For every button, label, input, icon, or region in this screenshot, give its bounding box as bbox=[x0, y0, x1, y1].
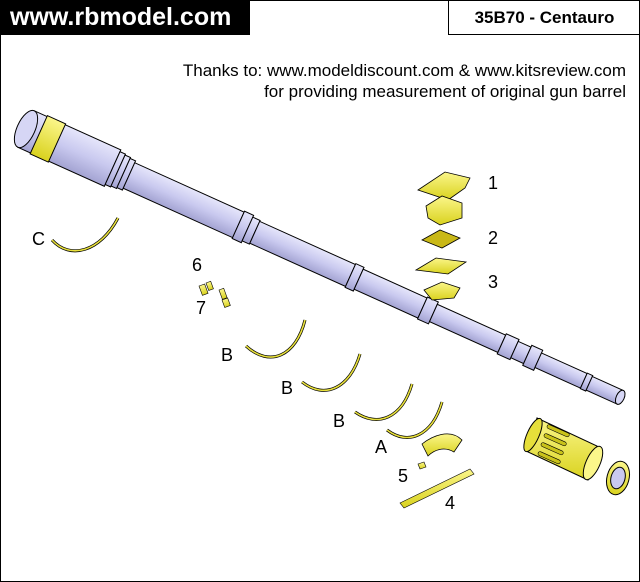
part-2-plate bbox=[421, 229, 461, 249]
model-title: 35B70 - Centauro bbox=[448, 0, 640, 35]
part-5-tab bbox=[417, 461, 427, 470]
yellow-ring-rear bbox=[29, 114, 67, 163]
site-banner: www.rbmodel.com bbox=[0, 0, 250, 35]
label-strap-b-1: B bbox=[221, 345, 234, 365]
label-strap-b-3: B bbox=[333, 411, 346, 431]
strap-b-3 bbox=[354, 383, 414, 421]
label-strap-c: C bbox=[32, 229, 45, 249]
credits-line-1: Thanks to: www.modeldiscount.com & www.k… bbox=[182, 61, 626, 80]
label-part-1: 1 bbox=[488, 173, 499, 193]
gun-barrel bbox=[13, 109, 626, 405]
strap-b-2 bbox=[301, 353, 362, 392]
muzzle-sleeve bbox=[523, 417, 604, 481]
label-part-2: 2 bbox=[488, 228, 499, 248]
label-part-6: 6 bbox=[192, 255, 203, 275]
label-part-5: 5 bbox=[398, 466, 409, 486]
strap-a bbox=[386, 401, 463, 457]
muzzle-end-ring bbox=[605, 460, 631, 496]
parts-6-7-clips bbox=[198, 280, 231, 308]
label-part-7: 7 bbox=[196, 298, 207, 318]
label-part-3: 3 bbox=[488, 272, 499, 292]
label-strap-a: A bbox=[375, 437, 388, 457]
strap-b-1 bbox=[244, 319, 307, 359]
credits-line-2: for providing measurement of original gu… bbox=[264, 82, 626, 101]
label-part-4: 4 bbox=[445, 493, 456, 513]
credits-text: Thanks to: www.modeldiscount.com & www.k… bbox=[183, 60, 626, 102]
label-strap-b-2: B bbox=[281, 378, 294, 398]
strap-c bbox=[50, 217, 120, 253]
part-3-frame bbox=[414, 257, 468, 301]
part-1-bracket bbox=[417, 171, 471, 226]
part-4-strip bbox=[399, 468, 475, 509]
